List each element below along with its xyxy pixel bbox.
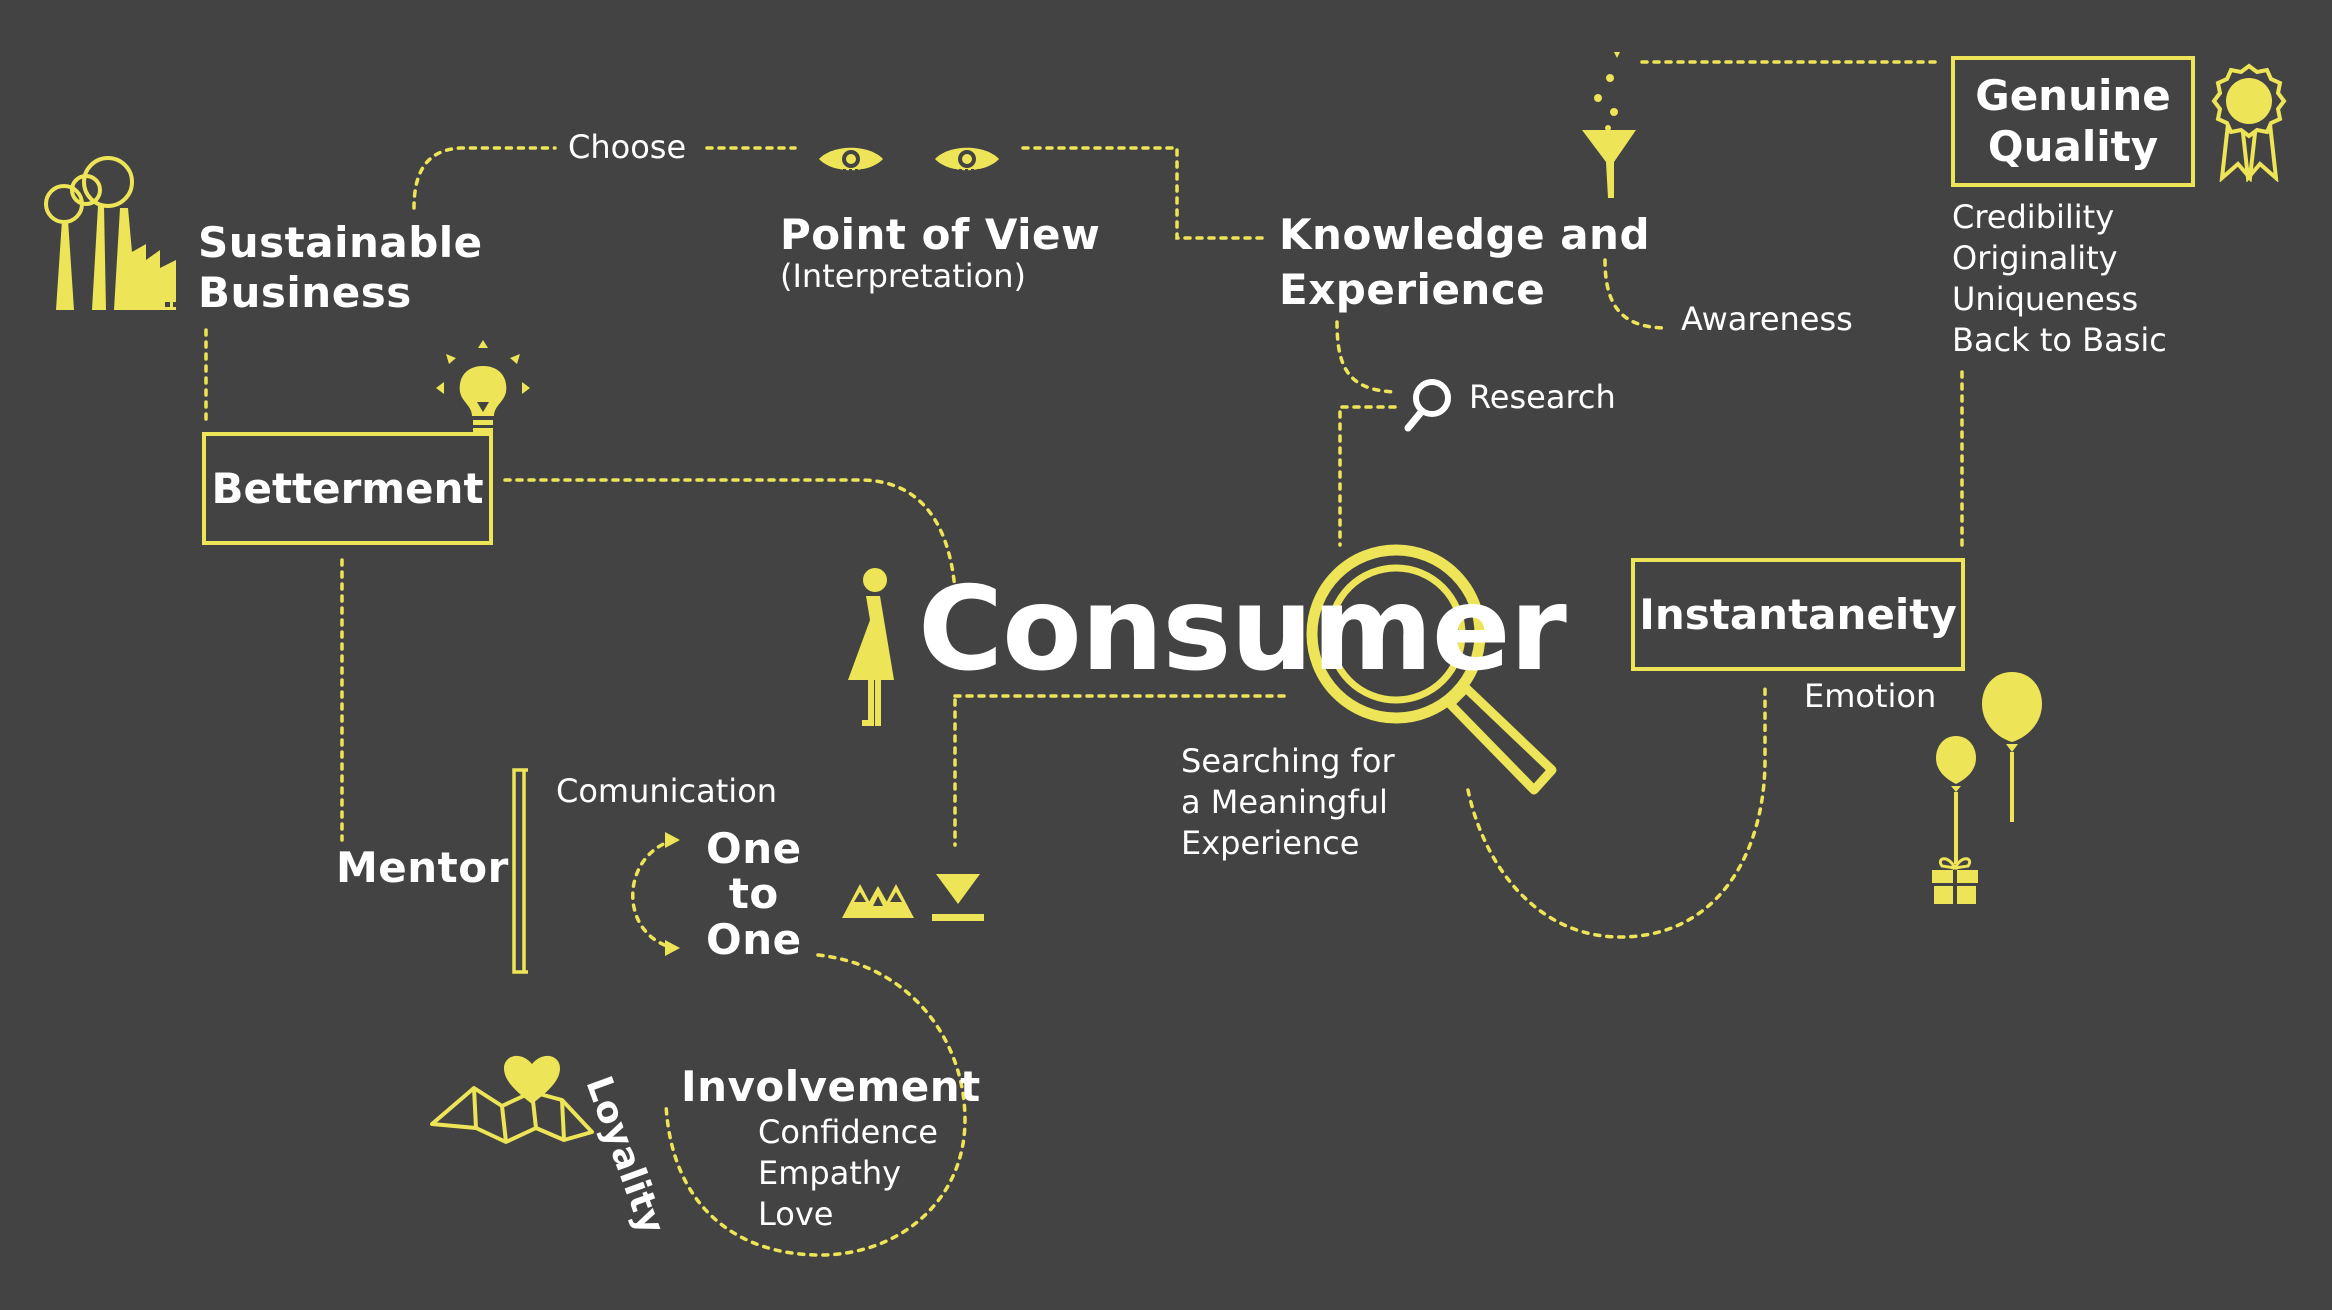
research-label: Research (1469, 378, 1616, 416)
involvement-title: Involvement (681, 1062, 981, 1111)
betterment-label: Betterment (211, 464, 484, 513)
quality-item: Back to Basic (1952, 320, 2167, 359)
one-to-one-line: to (728, 869, 779, 919)
point-of-view-subtitle: (Interpretation) (780, 257, 1026, 296)
one-to-one-label: One to One (706, 826, 802, 962)
sustainable-business-label: Sustainable Business (198, 218, 483, 319)
involvement-item: Empathy (758, 1153, 902, 1192)
choose-label: Choose (568, 128, 687, 166)
knowledge-experience-label: Knowledge and Experience (1279, 208, 1650, 317)
map-heart-icon (430, 1055, 594, 1144)
award-badge-icon (2211, 63, 2287, 182)
emotion-label: Emotion (1804, 677, 1937, 715)
balloon-gift-icon (1932, 672, 2042, 904)
point-of-view-label: Point of View (Interpretation) (780, 210, 1100, 294)
searching-label: Searching for a Meaningful Experience (1181, 741, 1395, 864)
searching-line: Searching for (1181, 742, 1395, 780)
betterment-box: Betterment (202, 432, 493, 545)
consumer-title-suffix: er (1431, 562, 1567, 697)
quality-attributes-list: Credibility Originality Uniqueness Back … (1952, 197, 2167, 361)
mentor-label: Mentor (336, 843, 509, 892)
eye-icon (935, 147, 999, 171)
quality-item: Originality (1952, 238, 2118, 277)
instantaneity-label: Instantaneity (1639, 590, 1957, 639)
sustainable-business-line1: Sustainable (198, 218, 483, 267)
instantaneity-box: Instantaneity (1631, 558, 1965, 671)
involvement-list: Confidence Empathy Love (758, 1112, 938, 1235)
genuine-quality-box: Genuine Quality (1951, 56, 2195, 187)
eye-icon (819, 147, 883, 171)
searching-line: Experience (1181, 823, 1360, 862)
genuine-quality-line2: Quality (1987, 121, 2159, 171)
quality-item: Credibility (1952, 198, 2115, 236)
quality-item: Uniqueness (1952, 279, 2139, 318)
involvement-item: Confidence (758, 1113, 938, 1151)
factory-trees-icon (44, 156, 178, 310)
searching-line: a Meaningful (1181, 782, 1388, 821)
download-icon (932, 874, 984, 921)
consumer-title-prefix: Consum (918, 562, 1433, 697)
consumer-title: Consumer (918, 572, 1567, 688)
mountains-icon (842, 884, 914, 918)
comunication-label: Comunication (556, 772, 778, 810)
knowledge-line2: Experience (1279, 264, 1546, 314)
point-of-view-title: Point of View (780, 210, 1101, 259)
one-to-one-line: One (706, 914, 802, 964)
genuine-quality-line1: Genuine (1975, 71, 2171, 121)
funnel-icon (1582, 52, 1636, 198)
lightbulb-icon (436, 340, 530, 433)
knowledge-line1: Knowledge and (1279, 210, 1651, 259)
magnifier-icon (1404, 379, 1451, 432)
sustainable-business-line2: Business (198, 268, 412, 318)
big-magnifier-icon (1306, 544, 1557, 795)
awareness-label: Awareness (1681, 300, 1853, 338)
involvement-item: Love (758, 1194, 834, 1233)
one-to-one-line: One (706, 824, 802, 873)
person-icon (848, 568, 894, 726)
